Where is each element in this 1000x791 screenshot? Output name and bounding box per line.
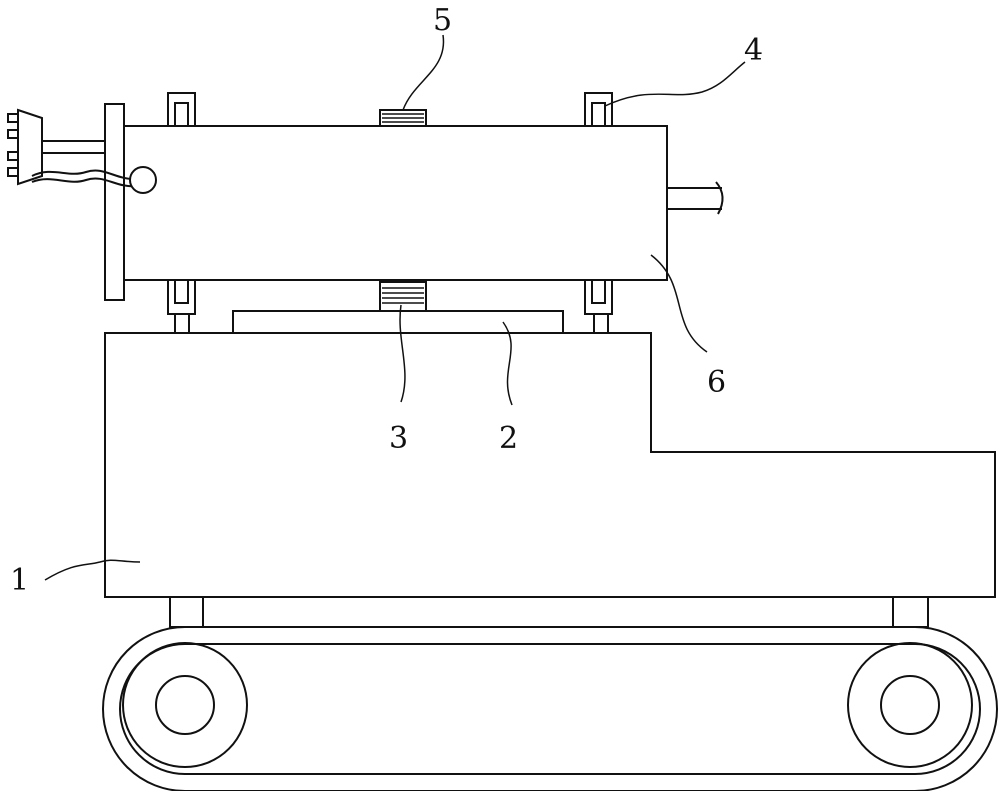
part-label-4: 4: [744, 33, 763, 68]
leader-3: [399, 304, 406, 403]
plug-head: [7, 108, 43, 186]
lower-threaded-connector: [379, 281, 427, 312]
leader-6: [650, 254, 708, 353]
right-wheel-hub: [880, 675, 940, 735]
leader-2: [502, 321, 513, 406]
left-wheel-hub: [155, 675, 215, 735]
part-label-6: 6: [707, 365, 726, 400]
part-label-3: 3: [389, 421, 408, 456]
track-inner-belt: [119, 643, 981, 775]
left-wheel: [122, 642, 248, 768]
main-body: [104, 332, 996, 598]
crawler-track: [102, 596, 998, 791]
track-outer-belt: [102, 626, 998, 791]
base-plate: [232, 310, 564, 334]
leader-lines: [44, 34, 746, 581]
plug-shaft: [42, 140, 105, 154]
clamp-brackets: [167, 92, 613, 315]
cable-knob: [31, 166, 157, 194]
part-label-1: 1: [10, 563, 29, 598]
part-label-2: 2: [499, 421, 518, 456]
right-track-leg: [892, 596, 929, 628]
end-flange-plate: [104, 103, 125, 301]
leader-1: [44, 559, 141, 581]
right-wheel: [847, 642, 973, 768]
left-track-leg: [169, 596, 204, 628]
part-label-5: 5: [433, 3, 452, 38]
upper-threaded-connector: [379, 109, 427, 127]
housing: [123, 125, 668, 281]
leader-4: [604, 61, 746, 107]
knob: [129, 166, 157, 194]
output-shaft: [667, 181, 724, 215]
leader-5: [402, 34, 445, 111]
